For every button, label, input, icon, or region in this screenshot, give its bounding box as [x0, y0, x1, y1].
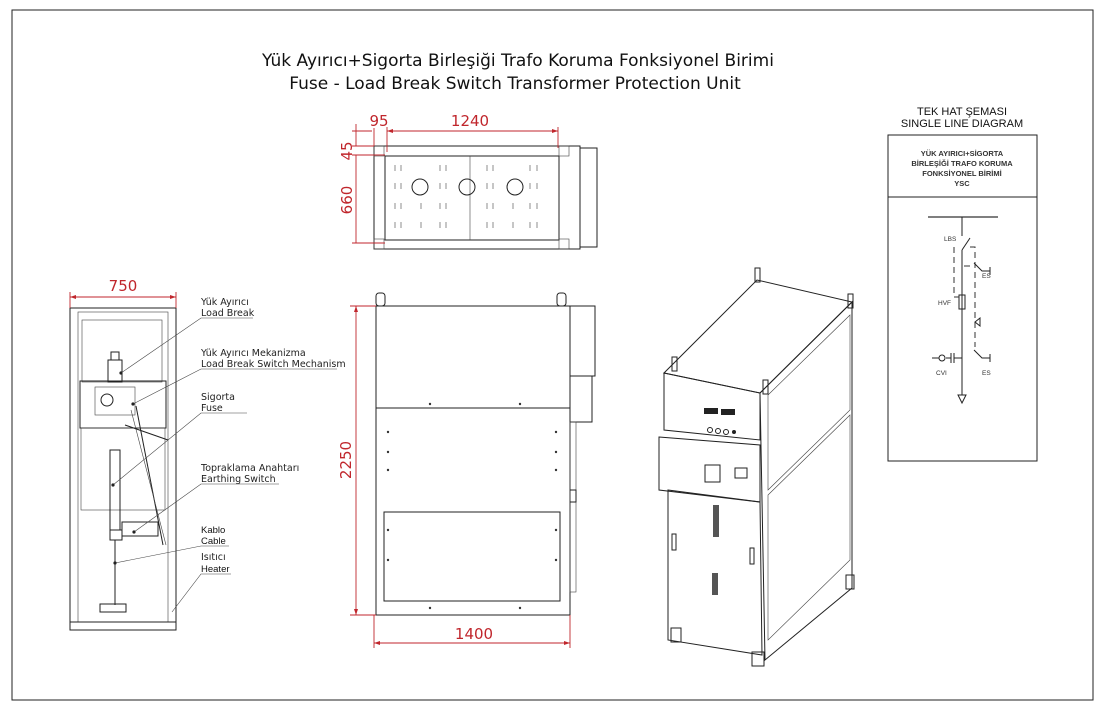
callout-heater-tr: Isıtıcı	[201, 552, 226, 563]
front-view-dimensions: 2250 1400	[337, 305, 571, 648]
dim-750: 750	[109, 277, 138, 295]
sld-label-cvi: CVI	[936, 370, 947, 377]
callout-load-break-en: Load Break	[201, 308, 255, 319]
internal-view-dimensions: 750	[69, 277, 177, 308]
sld-box-line-4: YSC	[954, 179, 970, 188]
sld-label-lbs: LBS	[944, 236, 957, 243]
front-view	[375, 292, 596, 616]
callout-heater-en: Heater	[201, 564, 230, 575]
dim-45: 45	[338, 141, 356, 160]
callout-fuse-tr: Sigorta	[201, 392, 235, 403]
dim-95: 95	[369, 112, 388, 130]
title-turkish: Yük Ayırıcı+Sigorta Birleşiği Trafo Koru…	[261, 51, 774, 71]
top-view-dimensions: 1240 95 45 660	[338, 112, 559, 244]
isometric-view	[658, 267, 855, 667]
sld-label-es-2: ES	[982, 370, 991, 377]
callout-earthing-en: Earthing Switch	[201, 474, 276, 485]
title-english: Fuse - Load Break Switch Transformer Pro…	[289, 74, 741, 94]
callout-fuse-en: Fuse	[201, 403, 223, 414]
callout-mechanism-tr: Yük Ayırıcı Mekanizma	[200, 348, 306, 359]
sld-heading-en: SINGLE LINE DIAGRAM	[901, 118, 1023, 130]
dim-1240: 1240	[451, 112, 489, 130]
callout-load-break-tr: Yük Ayırıcı	[200, 297, 249, 308]
dim-2250: 2250	[337, 441, 355, 479]
sld-label-es-1: ES	[982, 273, 991, 280]
callout-cable-tr: Kablo	[201, 525, 225, 536]
single-line-diagram: TEK HAT ŞEMASI SINGLE LINE DIAGRAM YÜK A…	[887, 106, 1038, 462]
callout-cable-en: Cable	[201, 536, 226, 547]
callouts: Yük Ayırıcı Load Break Yük Ayırıcı Mekan…	[111, 297, 346, 613]
sld-box-line-2: BİRLEŞİĞİ TRAFO KORUMA	[911, 159, 1013, 168]
callout-mechanism-en: Load Break Switch Mechanism	[201, 359, 346, 370]
dim-660: 660	[338, 186, 356, 215]
callout-earthing-tr: Topraklama Anahtarı	[200, 463, 299, 474]
sld-box-line-3: FONKSİYONEL BİRİMİ	[922, 169, 1001, 178]
sld-label-hvf: HVF	[938, 300, 951, 307]
top-view	[373, 145, 598, 250]
sheet-border	[11, 9, 1094, 701]
internal-view	[69, 307, 177, 631]
sld-box-line-1: YÜK AYIRICI+SİGORTA	[921, 149, 1004, 158]
dim-1400: 1400	[455, 625, 493, 643]
sld-heading-tr: TEK HAT ŞEMASI	[917, 106, 1007, 118]
